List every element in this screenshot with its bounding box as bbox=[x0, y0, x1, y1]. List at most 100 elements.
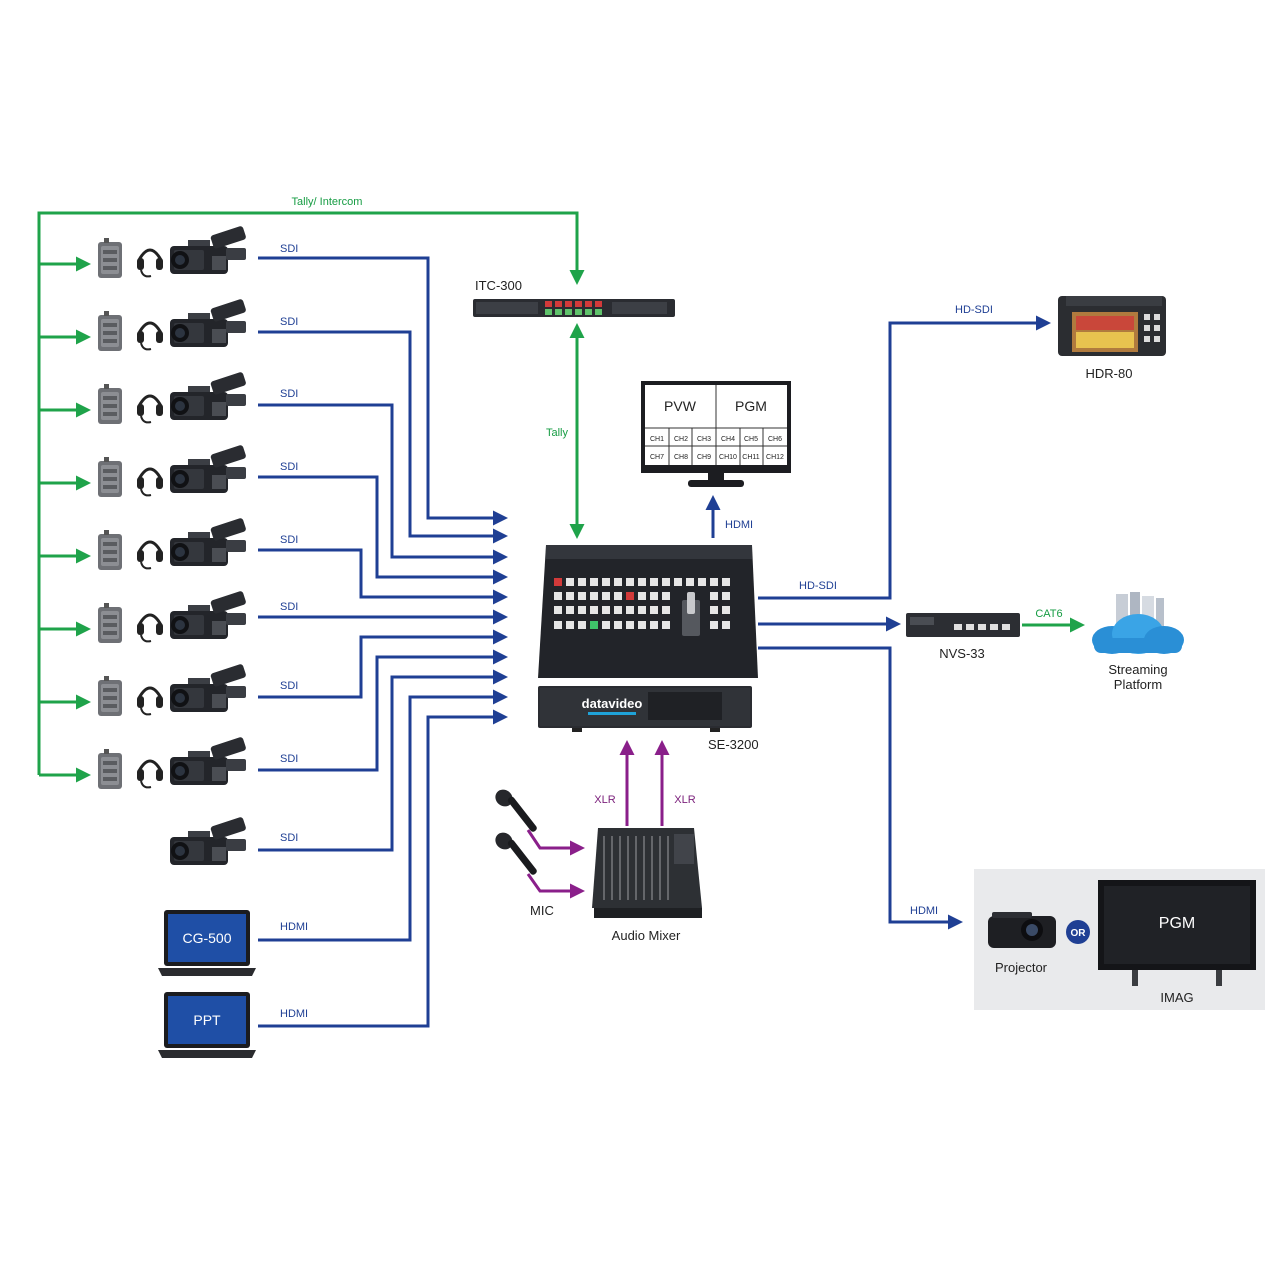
camcorder-icon bbox=[170, 225, 247, 274]
projector-label: Projector bbox=[995, 960, 1048, 975]
streaming-label-line2: Platform bbox=[1114, 677, 1162, 692]
camera-row-7 bbox=[98, 663, 247, 716]
headset-icon bbox=[135, 686, 165, 716]
itc-300-device: ITC-300 bbox=[473, 278, 675, 317]
se-3200-mainframe: datavideo SE-3200 bbox=[538, 686, 759, 752]
audio-mixer-label: Audio Mixer bbox=[612, 928, 681, 943]
or-badge bbox=[1066, 920, 1090, 944]
headset-icon bbox=[135, 248, 165, 278]
sdi-label-8: SDI bbox=[280, 753, 298, 765]
camcorder-icon bbox=[170, 517, 247, 566]
hdmi-label-projector: HDMI bbox=[910, 905, 938, 917]
mv-cell-ch11: CH11 bbox=[742, 454, 759, 461]
intercom-beltpack-icon bbox=[98, 676, 122, 716]
ppt-label: PPT bbox=[193, 1012, 221, 1028]
camera-row-3 bbox=[98, 371, 247, 424]
imag-panel: Projector OR PGM IMAG bbox=[974, 869, 1265, 1010]
streaming-platform: Streaming Platform bbox=[1092, 592, 1184, 692]
xlr-label-2: XLR bbox=[674, 794, 695, 806]
camcorder-icon bbox=[170, 590, 247, 639]
ppt-laptop: PPT bbox=[158, 992, 256, 1058]
camera-row-4 bbox=[98, 444, 247, 497]
sdi-label-1: SDI bbox=[280, 243, 298, 255]
tally-intercom-label: Tally/ Intercom bbox=[292, 196, 363, 208]
nvs-33-label: NVS-33 bbox=[939, 646, 985, 661]
mic-label: MIC bbox=[530, 903, 554, 918]
itc-300-label: ITC-300 bbox=[475, 278, 522, 293]
mv-cell-ch6: CH6 bbox=[768, 436, 782, 443]
se-3200-label: SE-3200 bbox=[708, 737, 759, 752]
cat6-label: CAT6 bbox=[1035, 608, 1062, 620]
intercom-beltpack-icon bbox=[98, 384, 122, 424]
mv-cell-ch9: CH9 bbox=[697, 454, 711, 461]
mv-cell-ch2: CH2 bbox=[674, 436, 688, 443]
intercom-beltpack-icon bbox=[98, 749, 122, 789]
sdi-label-6: SDI bbox=[280, 601, 298, 613]
mv-cell-ch10: CH10 bbox=[719, 454, 737, 461]
xlr-label-1: XLR bbox=[594, 794, 615, 806]
hdmi-label-ppt: HDMI bbox=[280, 1008, 308, 1020]
audio-wires bbox=[526, 740, 670, 899]
sdi-label-9: SDI bbox=[280, 832, 298, 844]
hdsdi-label-switcher: HD-SDI bbox=[799, 580, 837, 592]
or-label: OR bbox=[1071, 928, 1087, 939]
hdr-80-label: HDR-80 bbox=[1086, 366, 1133, 381]
sdi-label-7: SDI bbox=[280, 680, 298, 692]
sdi-label-4: SDI bbox=[280, 461, 298, 473]
cg500-label: CG-500 bbox=[182, 930, 231, 946]
mv-cell-ch12: CH12 bbox=[766, 454, 784, 461]
hdsdi-label-hdr: HD-SDI bbox=[955, 304, 993, 316]
mv-cell-ch3: CH3 bbox=[697, 436, 711, 443]
tally-label: Tally bbox=[546, 427, 569, 439]
mv-cell-ch5: CH5 bbox=[744, 436, 758, 443]
hdr-80-device: HDR-80 bbox=[1058, 296, 1166, 381]
imag-screen: PGM bbox=[1098, 880, 1256, 986]
camcorder-icon bbox=[170, 371, 247, 420]
intercom-beltpack-icon bbox=[98, 457, 122, 497]
cloud-icon bbox=[1092, 592, 1184, 654]
headset-icon bbox=[135, 467, 165, 497]
mv-cell-ch4: CH4 bbox=[721, 436, 735, 443]
sdi-wires bbox=[258, 256, 1051, 1028]
camcorder-icon bbox=[170, 816, 247, 865]
camera-row-6 bbox=[98, 590, 247, 643]
hdmi-label-cg500: HDMI bbox=[280, 921, 308, 933]
projector-icon bbox=[988, 912, 1056, 948]
mv-cell-ch1: CH1 bbox=[650, 436, 664, 443]
camera-row-2 bbox=[98, 298, 247, 351]
cg500-laptop: CG-500 bbox=[158, 910, 256, 976]
intercom-beltpack-icon bbox=[98, 238, 122, 278]
camcorder-icon bbox=[170, 736, 247, 785]
pgm-monitor-label: PGM bbox=[735, 398, 767, 414]
tally-wires bbox=[37, 211, 1085, 783]
se-3200-switcher bbox=[538, 545, 758, 678]
multiview-monitor: PVW PGM CH1 CH2 CH3 CH4 CH5 CH6 CH7 CH8 … bbox=[641, 381, 791, 487]
sdi-label-3: SDI bbox=[280, 388, 298, 400]
intercom-beltpack-icon bbox=[98, 530, 122, 570]
camcorder-icon bbox=[170, 298, 247, 347]
microphones: MIC bbox=[491, 786, 554, 918]
headset-icon bbox=[135, 613, 165, 643]
mv-cell-ch8: CH8 bbox=[674, 454, 688, 461]
sdi-label-5: SDI bbox=[280, 534, 298, 546]
intercom-beltpack-icon bbox=[98, 311, 122, 351]
microphone-icon bbox=[491, 786, 539, 833]
nvs-33-device: NVS-33 bbox=[906, 613, 1020, 661]
camera-row-8 bbox=[98, 736, 247, 789]
audio-mixer-device: Audio Mixer bbox=[592, 828, 702, 943]
camcorder-icon bbox=[170, 444, 247, 493]
imag-pgm-label: PGM bbox=[1159, 915, 1195, 932]
camera-row-1 bbox=[98, 225, 247, 278]
imag-label: IMAG bbox=[1160, 990, 1193, 1005]
brand-logo: datavideo bbox=[582, 696, 643, 711]
camcorder-icon bbox=[170, 663, 247, 712]
camera-row-5 bbox=[98, 517, 247, 570]
pvw-label: PVW bbox=[664, 398, 697, 414]
sdi-label-2: SDI bbox=[280, 316, 298, 328]
headset-icon bbox=[135, 321, 165, 351]
headset-icon bbox=[135, 540, 165, 570]
headset-icon bbox=[135, 394, 165, 424]
streaming-label-line1: Streaming bbox=[1108, 662, 1167, 677]
intercom-beltpack-icon bbox=[98, 603, 122, 643]
